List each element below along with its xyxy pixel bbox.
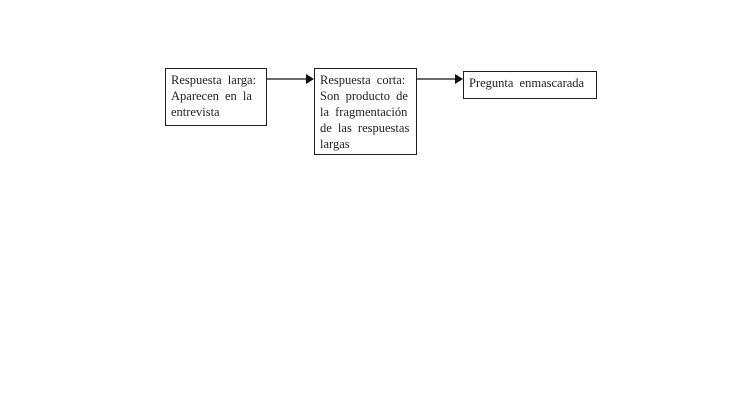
box-respuesta-corta: Respuesta corta: Son producto de la frag… (314, 68, 417, 155)
arrow-head-icon (306, 74, 314, 84)
box-pregunta-enmascarada: Pregunta enmascarada (463, 71, 597, 99)
arrow-line-corta-to-enmascarada (417, 78, 456, 80)
arrow-line-larga-to-corta (267, 78, 307, 80)
arrow-head-icon (455, 74, 463, 84)
box-respuesta-larga: Respuesta larga: Aparecen en la entrevis… (165, 68, 267, 126)
